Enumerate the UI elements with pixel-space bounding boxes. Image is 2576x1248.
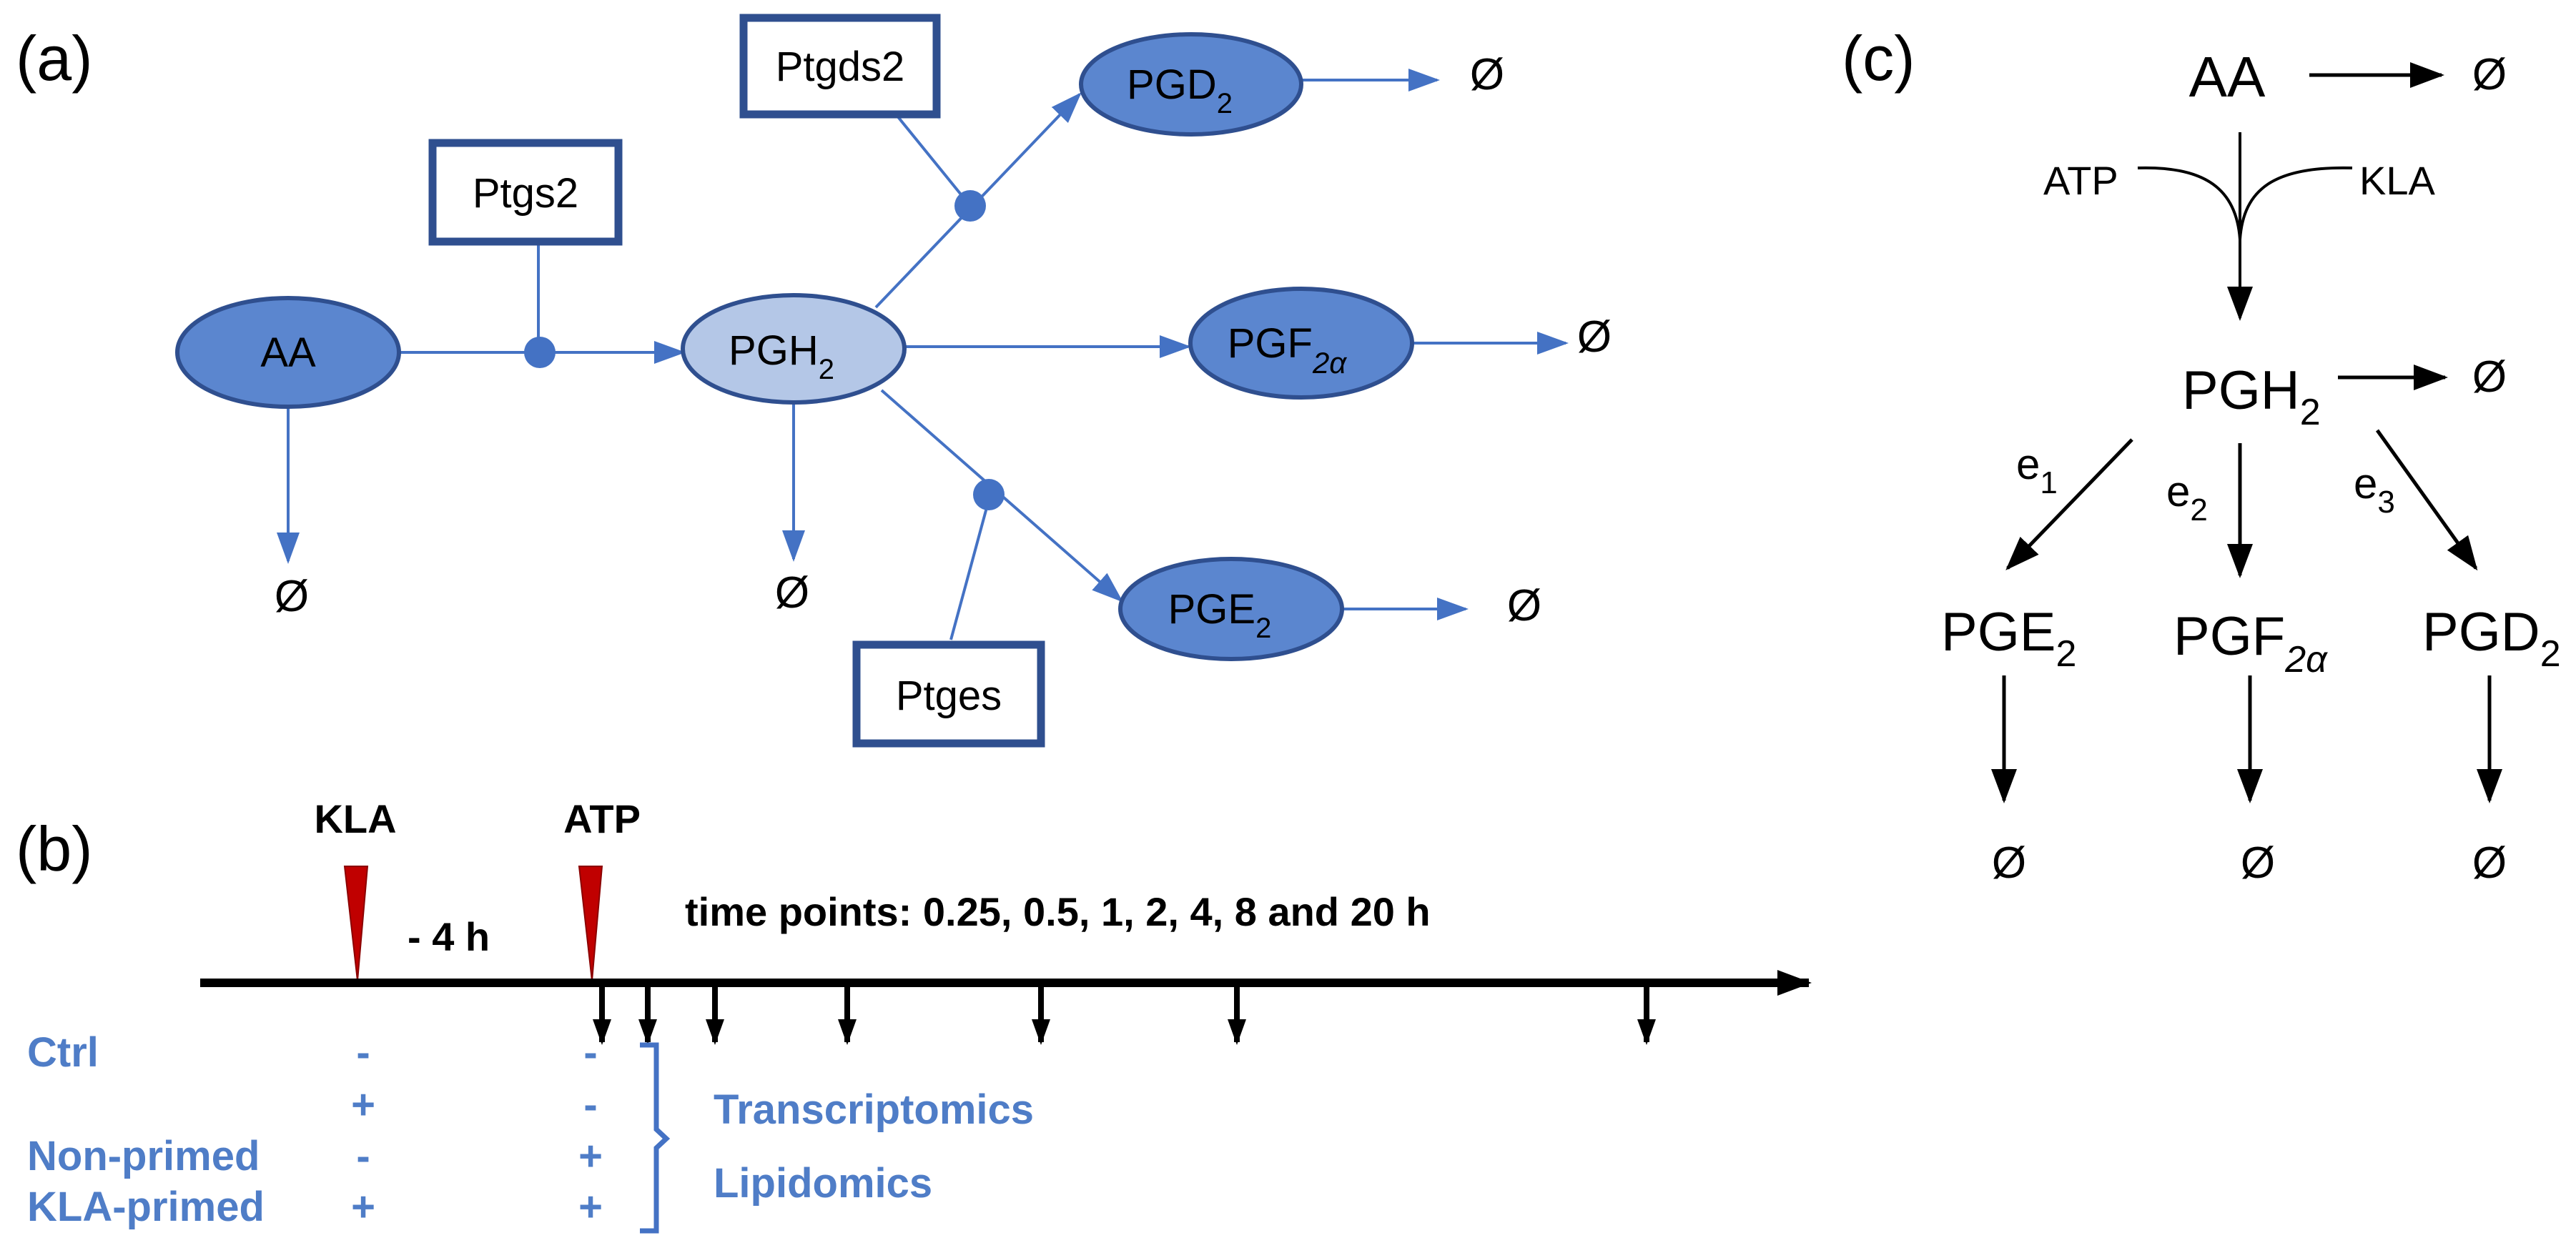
group-table: Ctrl Non-primed KLA-primed - + - + - - +… [27,1029,603,1230]
svg-text:Ptgds2: Ptgds2 [776,44,905,90]
pgf2a-text: PGF2α [1228,320,1348,380]
edge-ptges-to-junction [949,494,992,640]
group-name-ctrl: Ctrl [27,1029,99,1076]
panel-b-label: (b) [16,813,93,884]
c-null-pgh2: Ø [2472,352,2507,402]
c-null-pge2: Ø [1992,838,2026,888]
junction-dot-ptgs2 [524,337,556,368]
c-null-pgf2a: Ø [2241,838,2275,888]
node-pgf2a: PGF2α [1188,287,1414,400]
c-pge2: PGE2 [1941,602,2076,675]
c-branch-arrows [2005,429,2478,578]
atp-sign-kla-only: - [583,1081,597,1128]
node-aa: AA [175,296,401,409]
atp-sign-non-primed: + [578,1133,603,1179]
omics-transcriptomics: Transcriptomics [714,1086,1034,1133]
c-pgh2: PGH2 [2182,360,2321,433]
group-name-non-primed: Non-primed [27,1133,260,1179]
c-kla: KLA [2359,158,2435,203]
c-degradation-arrows [1991,675,2502,803]
c-aa-to-pgh2-reaction [2137,132,2353,321]
kla-sign-kla-only: + [351,1081,375,1128]
null-aa: Ø [275,572,309,621]
enzyme-box-ptgds2: Ptgds2 [739,14,941,119]
atp-sign-ctrl: - [583,1029,597,1076]
pge2-text: PGE2 [1168,586,1272,644]
null-pgf2a: Ø [1577,312,1612,362]
interval-label: - 4 h [408,914,490,959]
kla-trigger-label: KLA [314,796,396,841]
c-null-pgd2: Ø [2472,838,2507,888]
time-points-label: time points: 0.25, 0.5, 1, 2, 4, 8 and 2… [685,889,1431,934]
group-name-kla-primed: KLA-primed [27,1184,265,1230]
node-pgh2: PGH2 [681,293,907,405]
sample-time-arrows [593,986,1656,1045]
edge-ptgds2-to-junction [889,106,972,207]
c-e1: e1 [2016,440,2058,500]
c-edge-pgh2-to-pge2 [2005,438,2133,570]
omics-lipidomics: Lipidomics [714,1160,932,1207]
svg-text:AA: AA [260,330,316,376]
pgh2-text: PGH2 [729,327,834,385]
kla-trigger-marker [343,866,369,981]
svg-text:Ptgs2: Ptgs2 [473,170,578,217]
kla-sign-non-primed: - [356,1133,370,1179]
kla-sign-kla-primed: + [351,1184,375,1230]
node-pgd2: PGD2 [1079,32,1303,137]
null-pgd2: Ø [1470,50,1504,99]
c-null-aa: Ø [2472,50,2507,99]
pgd2-text: PGD2 [1127,61,1233,119]
node-pge2: PGE2 [1118,557,1344,661]
atp-sign-kla-primed: + [578,1184,603,1230]
panel-a-label: (a) [16,23,93,94]
junction-dot-ptges [973,479,1005,510]
c-pgd2: PGD2 [2422,602,2561,675]
c-atp: ATP [2043,158,2118,203]
panel-c-label: (c) [1842,23,1915,94]
c-edge-pgh2-to-pgd2 [2375,429,2478,571]
c-pgf2a: PGF2α [2173,606,2328,680]
null-pge2: Ø [1507,581,1541,630]
enzyme-box-ptgs2: Ptgs2 [428,139,623,246]
null-pgh2: Ø [775,568,809,618]
atp-trigger-label: ATP [563,796,641,841]
kla-sign-ctrl: - [356,1029,370,1076]
enzyme-box-ptges: Ptges [852,640,1045,748]
group-brace [640,1042,671,1234]
c-e2: e2 [2166,467,2208,528]
c-aa: AA [2189,45,2266,109]
atp-trigger-marker [578,866,603,981]
c-e3: e3 [2354,460,2395,520]
svg-text:Ptges: Ptges [896,673,1002,719]
junction-dot-ptgds2 [954,190,986,222]
